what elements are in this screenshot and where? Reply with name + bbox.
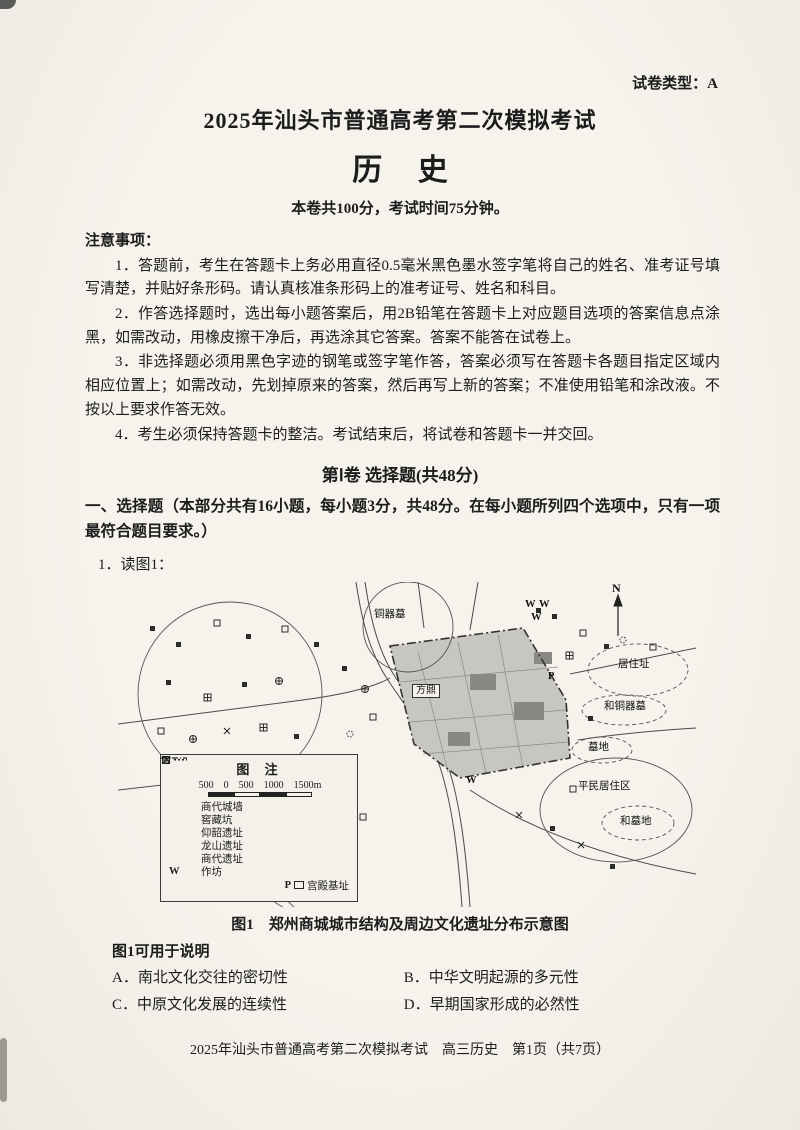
notice-title: 注意事项： xyxy=(85,233,161,249)
legend-title: 图 注 xyxy=(236,761,284,777)
letter-w-icon: W xyxy=(161,757,180,877)
question-1-lead: 1．读图1： xyxy=(98,556,174,573)
notice-item-2: 2．作答选择题时，选出每小题答案后，用2B铅笔在答题卡上对应题目选项的答案信息点… xyxy=(85,306,720,346)
workshop-marker: W xyxy=(466,774,477,786)
question-1-options: A．南北文化交往的密切性 B．中华文明起源的多元性 C．中原文化发展的连续性 D… xyxy=(112,965,720,1019)
legend-item: 商代城墙 xyxy=(161,757,351,813)
scale-label: 1500m xyxy=(293,779,322,791)
legend-item: 仰韶遗址 xyxy=(162,755,351,839)
map-label-commoner-area: 平民居住区 xyxy=(578,780,631,792)
scan-smudge xyxy=(0,1038,7,1102)
letter-p-icon: P xyxy=(284,879,291,891)
option-c: C．中原文化发展的连续性 xyxy=(112,996,288,1013)
map-label-cemetery: 墓地 xyxy=(588,741,609,753)
map-label-fangding: 方鼎 xyxy=(412,683,440,698)
option-a: A．南北文化交往的密切性 xyxy=(112,969,288,986)
page-title: 2025年汕头市普通高考第二次模拟考试 xyxy=(203,108,597,133)
map-label-bronze-tomb: 铜器墓 xyxy=(374,608,406,620)
section-intro: 一、选择题（本部分共有16小题，每小题3分，共48分。在每小题所列四个选项中，只… xyxy=(85,498,720,540)
scale-label: 500 xyxy=(198,779,214,791)
north-arrow-icon xyxy=(613,593,623,636)
scale-labels: 500 0 500 1000 1500m xyxy=(169,780,351,791)
legend-item: W 作坊 xyxy=(161,757,351,878)
scale-label: 500 xyxy=(238,779,254,791)
map-label-and-bronze-tomb: 和铜器墓 xyxy=(604,700,646,712)
notice-item-4: 4．考生必须保持答题卡的整洁。考试结束后，将试卷和答题卡一并交回。 xyxy=(115,426,603,443)
notices-section: 注意事项： 1．答题前，考生在答题卡上务必用直径0.5毫米黑色墨水签字笔将自己的… xyxy=(85,230,720,447)
workshop-marker: W xyxy=(525,598,536,610)
legend-item: 商代遗址 xyxy=(162,755,351,865)
map-label-and-cemetery: 和墓地 xyxy=(620,815,652,827)
palace-box-icon xyxy=(294,881,304,890)
figure-1-caption: 图1 郑州商城城市结构及周边文化遗址分布示意图 xyxy=(231,916,569,933)
legend-item-palace: P 宫殿基址 xyxy=(285,878,349,893)
page-footer: 2025年汕头市普通高考第二次模拟考试 高三历史 第1页（共7页） xyxy=(190,1042,610,1058)
legend-label: 龙山遗址 xyxy=(201,840,243,852)
scan-smudge xyxy=(0,0,16,9)
legend-label: 窖藏坑 xyxy=(201,814,233,826)
figure-1-map: N W W W W P 铜器墓 居住址 方鼎 和铜器墓 墓地 平民居住区 和墓地… xyxy=(118,580,696,907)
subject-title: 历 史 xyxy=(352,154,462,187)
exam-info: 本卷共100分，考试时间75分钟。 xyxy=(291,201,509,217)
option-d: D．早期国家形成的必然性 xyxy=(403,996,580,1013)
option-b: B．中华文明起源的多元性 xyxy=(403,969,579,986)
north-label: N xyxy=(612,580,621,595)
notice-item-3: 3．非选择题必须用黑色字迹的钢笔或签字笔作答，答案必须写在答题卡各题目指定区域内… xyxy=(85,354,720,418)
map-label-residence: 居住址 xyxy=(618,658,650,670)
scale-label: 1000 xyxy=(263,779,284,791)
scale-label: 0 xyxy=(223,779,229,791)
legend-label: 仰韶遗址 xyxy=(201,827,243,839)
section-title: 第Ⅰ卷 选择题(共48分) xyxy=(321,466,479,486)
notice-item-1: 1．答题前，考生在答题卡上务必用直径0.5毫米黑色墨水签字笔将自己的姓名、准考证… xyxy=(85,257,720,298)
paper-type: 试卷类型：A xyxy=(632,76,718,92)
legend-label: 宫殿基址 xyxy=(307,880,349,892)
question-1-stem: 图1可用于说明 xyxy=(112,943,210,960)
workshop-marker: W xyxy=(539,598,550,610)
legend-item: 窖藏坑 xyxy=(162,755,351,826)
legend-label: 商代遗址 xyxy=(201,853,243,865)
legend-label: 商代城墙 xyxy=(201,801,243,813)
scale-bar xyxy=(169,791,351,797)
shang-city-area xyxy=(389,626,571,779)
map-legend: 图 注 500 0 500 1000 1500m 商代城墙 xyxy=(160,753,358,902)
palace-marker: P xyxy=(548,670,555,682)
legend-label: 作坊 xyxy=(201,866,222,878)
legend-item: 龙山遗址 xyxy=(162,755,351,852)
workshop-marker: W xyxy=(531,611,542,623)
